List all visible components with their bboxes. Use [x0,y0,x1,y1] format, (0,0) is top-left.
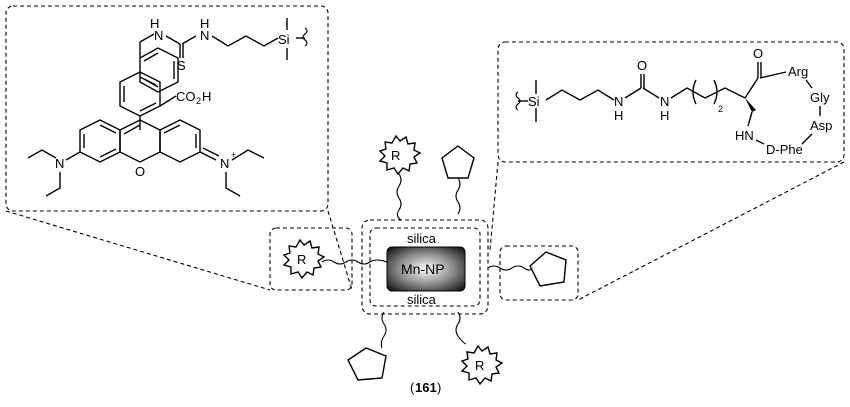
top-r-label: R [391,148,400,163]
residue-arg: Arg [788,64,808,79]
left-ethyl-2 [45,172,61,197]
dye-attachment-wavy [302,27,308,47]
top-r-linker [396,173,402,221]
acid-subscript: 2 [196,96,201,106]
compound-number-close: ) [437,380,441,395]
bottom-r-label: R [475,358,484,373]
right-cp-linker [487,265,533,271]
iminium-charge: + [231,150,236,160]
dye-leader-left [5,210,271,291]
residue-d-phe: D-Phe [766,142,803,157]
keto-o: O [753,46,763,61]
residue-gly: Gly [810,90,830,105]
silica-top-label: silica [407,231,437,246]
compound-number-open: ( [410,380,415,395]
dye-silicon-atom: Si [278,32,290,47]
peptide-silicon-atom: Si [528,94,540,109]
bottom-r-starburst [460,344,504,386]
xanthene-right-ring [159,119,201,163]
right-cyclopentane [529,251,567,287]
urea-h1: H [614,108,623,123]
dye-callout-box: H N S H N Si CO 2 H O [5,5,329,212]
thiourea-n-right: N [200,28,209,43]
mn-np-core [386,246,466,292]
urea-h2: H [660,108,669,123]
silica-shell-inner [369,227,481,307]
thiourea-nh-right-h: H [200,16,209,31]
stereo-wedge [745,98,756,112]
peptide-leader-right [577,161,845,301]
left-r-linker [321,259,388,265]
diethylamino-n: N [55,156,64,171]
thiourea-n-left: N [154,28,163,43]
silica-shell-outer [361,219,489,315]
compound-number-value: 161 [415,380,437,395]
repeat-subscript: 2 [718,104,723,114]
urea-n1: N [614,94,623,109]
propyl-chain-dye [211,35,279,47]
silica-bottom-label: silica [407,292,437,307]
left-r-label: R [297,252,306,267]
acid-h: H [202,89,211,104]
right-cp-callout-box [499,245,579,301]
peptide-box-border [497,41,845,163]
iminium-n: N [220,156,229,171]
bottom-r-linker [455,311,467,345]
left-ethyl-1 [27,149,57,159]
right-ethyl-2 [225,172,241,197]
top-cyclopentane [441,145,475,179]
top-r-starburst [378,134,422,176]
left-r-starburst [282,238,326,280]
compound-number: ( 161 ) [410,380,441,395]
peptide-leader-left [489,161,499,251]
left-r-callout-box [269,227,353,291]
top-cp-linker [455,177,461,215]
acid-co: CO [176,89,196,104]
urea-n2: N [660,94,669,109]
peptide-callout-box: Si N H O N H 2 O Arg Gly Asp D-Phe HN [497,41,845,163]
thiourea-sulfur: S [177,58,186,73]
nanoparticle: silica Mn-NP silica [361,219,489,315]
urea-carbonyl-o: O [637,58,647,73]
xanthene-left-ring [79,119,121,163]
thiourea-nh-left-h: H [150,16,159,31]
dye-box-border [5,5,329,212]
mn-np-label: Mn-NP [401,261,445,277]
dye-leader-right [327,210,353,291]
ring-hn: HN [735,128,754,143]
pendant-phenyl-ring [139,47,179,93]
bottom-left-linker [380,311,387,349]
residue-asp: Asp [810,118,832,133]
bottom-left-cyclopentane [347,347,387,381]
propyl-chain-peptide [545,89,615,101]
xanthene-oxygen: O [135,164,145,179]
repeat-bracket-open [692,79,697,105]
right-ethyl-1 [231,149,265,161]
repeat-chain [670,87,706,99]
